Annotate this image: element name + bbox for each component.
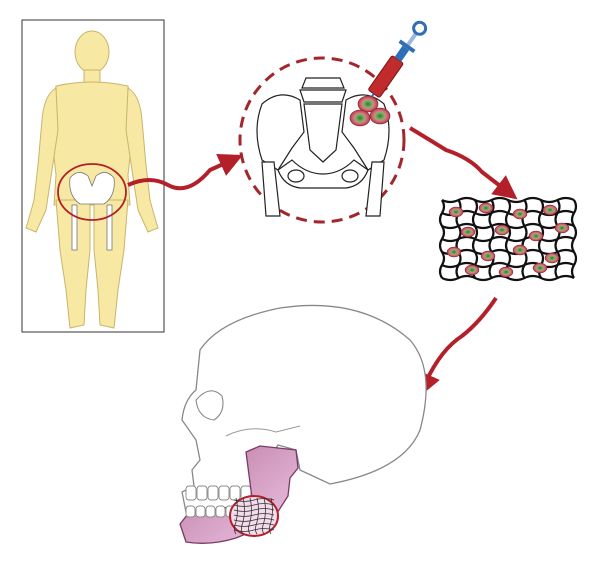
skull-icon xyxy=(180,305,426,543)
upper-tooth xyxy=(219,486,229,500)
seeded-cell xyxy=(529,231,543,241)
seeded-cell xyxy=(545,253,559,263)
upper-tooth xyxy=(208,486,218,500)
seeded-cell xyxy=(513,245,527,255)
seeded-cell xyxy=(533,263,547,273)
lower-tooth xyxy=(186,506,195,517)
arrow-scaffold-to-skull xyxy=(424,298,496,386)
seeded-cell xyxy=(495,225,509,235)
upper-tooth xyxy=(230,486,240,500)
mesh-scaffold-icon xyxy=(440,198,576,280)
cell xyxy=(350,110,370,126)
seeded-cell xyxy=(461,227,475,237)
seeded-cell xyxy=(465,265,479,275)
seeded-cell xyxy=(555,223,569,233)
arrow-pelvis-to-scaffold xyxy=(410,128,508,192)
seeded-cell xyxy=(513,209,527,219)
human-body-panel xyxy=(22,20,164,332)
upper-tooth xyxy=(186,486,196,500)
seeded-cell xyxy=(479,203,493,213)
lower-tooth xyxy=(196,506,205,517)
seeded-cell xyxy=(543,205,557,215)
lower-tooth xyxy=(216,506,225,517)
seeded-cell xyxy=(499,267,513,277)
cell xyxy=(370,108,390,124)
lower-tooth xyxy=(206,506,215,517)
seeded-cell xyxy=(449,207,463,217)
seeded-cell xyxy=(481,251,495,261)
seeded-cell xyxy=(447,247,461,257)
upper-tooth xyxy=(197,486,207,500)
